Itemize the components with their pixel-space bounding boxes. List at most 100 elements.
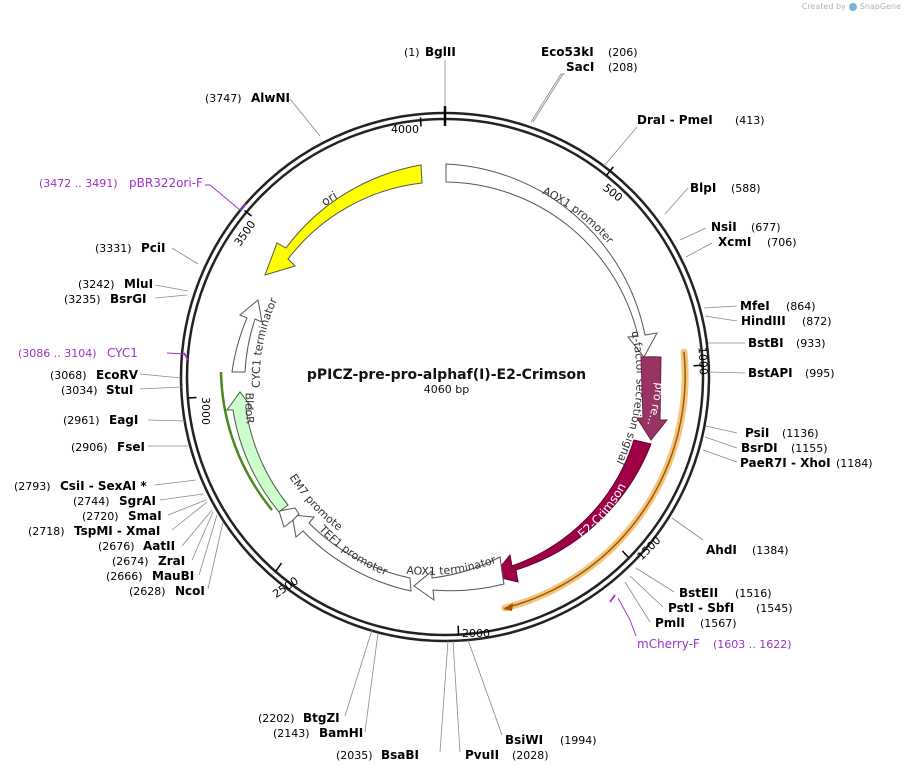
svg-text:EcoRV: EcoRV xyxy=(96,368,139,382)
enzyme-ecorv[interactable]: (3068) EcoRV xyxy=(50,368,139,382)
pbr322ori-f-marker xyxy=(239,203,247,211)
feature-ori[interactable]: ori xyxy=(264,164,423,276)
svg-text:(706): (706) xyxy=(767,236,797,249)
svg-text:BlpI: BlpI xyxy=(690,181,716,195)
tick-label-1000: 1000 xyxy=(695,347,709,376)
enzyme-bamhi[interactable]: (2143)BamHI xyxy=(273,726,363,740)
enzyme-alwni[interactable]: (3747) AlwNI xyxy=(205,91,290,105)
svg-text:(3235): (3235) xyxy=(64,293,101,306)
feature-tef1-promoter[interactable]: TEF1 promoter xyxy=(291,514,412,592)
svg-text:(1603 .. 1622): (1603 .. 1622) xyxy=(713,638,792,651)
enzyme-ahdi[interactable]: AhdI(1384) xyxy=(706,543,789,557)
feature-label-bleor: BleoR xyxy=(242,392,256,424)
enzyme-stui[interactable]: (3034)StuI xyxy=(61,383,133,397)
svg-text:(413): (413) xyxy=(735,114,765,127)
tick-2500 xyxy=(275,562,283,572)
enzyme-eagi[interactable]: (2961) EagI xyxy=(63,413,138,427)
mcherry-f-track xyxy=(501,348,689,612)
enzyme-eco53ki[interactable]: Eco53kI(206) xyxy=(541,45,638,59)
svg-text:(2202): (2202) xyxy=(258,712,295,725)
enzyme-fsei[interactable]: (2906)FseI xyxy=(71,440,145,454)
enzyme-xcmi[interactable]: XcmI (706) xyxy=(718,235,797,249)
svg-text:(1184): (1184) xyxy=(836,457,873,470)
enzyme-bsrgi[interactable]: (3235)BsrGI xyxy=(64,292,147,306)
primer-cyc1[interactable]: (3086 .. 3104)CYC1 xyxy=(18,346,138,360)
enzyme-bsabi[interactable]: (2035)BsaBI xyxy=(336,748,419,762)
tick-3000 xyxy=(187,396,197,399)
tick-label-3500: 3500 xyxy=(232,218,259,248)
svg-text:SacI: SacI xyxy=(566,60,594,74)
svg-text:pBR322ori-F: pBR322ori-F xyxy=(129,176,203,190)
enzyme-btgzi[interactable]: (2202)BtgZI xyxy=(258,711,340,725)
cyc1-leader xyxy=(166,352,186,355)
primer-pbr322ori-f[interactable]: (3472 .. 3491) pBR322ori-F xyxy=(39,176,203,190)
svg-text:DraI - PmeI: DraI - PmeI xyxy=(637,113,713,127)
enzyme-zrai[interactable]: (2674)ZraI xyxy=(112,554,185,568)
primer-markers xyxy=(166,184,637,637)
svg-text:NcoI: NcoI xyxy=(175,584,205,598)
enzyme-bstbi[interactable]: BstBI(933) xyxy=(748,336,826,350)
enzyme-aatii[interactable]: (2676)AatII xyxy=(98,539,175,553)
svg-text:(2028): (2028) xyxy=(512,749,549,762)
enzyme-bsrdi[interactable]: BsrDI(1155) xyxy=(741,441,828,455)
svg-text:PmlI: PmlI xyxy=(655,616,685,630)
enzyme-csii-sexai[interactable]: (2793)CsiI - SexAI * xyxy=(14,479,147,493)
enzyme-paer7i-xhoi[interactable]: PaeR7I - XhoI(1184) xyxy=(740,456,873,470)
svg-text:BsaBI: BsaBI xyxy=(381,748,419,762)
enzyme-tspmi-xmai[interactable]: (2718)TspMI - XmaI xyxy=(28,524,160,538)
svg-text:BstBI: BstBI xyxy=(748,336,784,350)
enzyme-mfei[interactable]: MfeI(864) xyxy=(740,299,816,313)
mcherry-f-marker xyxy=(609,594,616,603)
enzyme-bglii[interactable]: (1)BglII xyxy=(404,45,456,59)
svg-text:AlwNI: AlwNI xyxy=(251,91,290,105)
enzyme-maubi[interactable]: (2666)MauBI xyxy=(106,569,194,583)
enzyme-psii[interactable]: PsiI(1136) xyxy=(745,426,819,440)
svg-text:(2906): (2906) xyxy=(71,441,108,454)
svg-text:(3472 .. 3491): (3472 .. 3491) xyxy=(39,177,118,190)
svg-text:(3086 .. 3104): (3086 .. 3104) xyxy=(18,347,97,360)
enzyme-drai-pmei[interactable]: DraI - PmeI (413) xyxy=(637,113,765,127)
enzyme-pcii[interactable]: (3331)PciI xyxy=(95,241,166,255)
enzyme-blpi[interactable]: BlpI (588) xyxy=(690,181,761,195)
enzyme-bstapi[interactable]: BstAPI(995) xyxy=(748,366,835,380)
enzyme-pvuii[interactable]: PvuII(2028) xyxy=(465,748,549,762)
svg-text:(1516): (1516) xyxy=(735,587,772,600)
svg-text:EagI: EagI xyxy=(109,413,138,427)
enzyme-hindiii[interactable]: HindIII(872) xyxy=(741,314,832,328)
enzyme-saci[interactable]: SacI(208) xyxy=(566,60,638,74)
feature-bleor[interactable]: BleoR xyxy=(219,371,289,513)
svg-text:XcmI: XcmI xyxy=(718,235,751,249)
enzyme-bsteii[interactable]: BstEII(1516) xyxy=(679,586,772,600)
svg-text:(588): (588) xyxy=(731,182,761,195)
svg-text:BsrDI: BsrDI xyxy=(741,441,778,455)
enzyme-labels: (1)BglII Eco53kI(206) SacI(208) DraI - P… xyxy=(14,45,873,762)
svg-text:(2961): (2961) xyxy=(63,414,100,427)
enzyme-bsiwi[interactable]: BsiWI(1994) xyxy=(505,733,597,747)
enzyme-nsii[interactable]: NsiI(677) xyxy=(711,220,781,234)
svg-text:StuI: StuI xyxy=(106,383,133,397)
svg-text:(1545): (1545) xyxy=(756,602,793,615)
svg-text:MluI: MluI xyxy=(124,277,153,291)
feature-aox1-terminator[interactable]: AOX1 terminator xyxy=(406,553,505,602)
enzyme-pmli[interactable]: PmlI (1567) xyxy=(655,616,737,630)
svg-text:TspMI - XmaI: TspMI - XmaI xyxy=(74,524,160,538)
bleor-strand xyxy=(219,371,273,511)
enzyme-sgrai[interactable]: (2744)SgrAI xyxy=(73,494,156,508)
svg-text:(3747): (3747) xyxy=(205,92,242,105)
svg-text:AhdI: AhdI xyxy=(706,543,737,557)
svg-text:(3068): (3068) xyxy=(50,369,87,382)
enzyme-psti-sbfi[interactable]: PstI - SbfI(1545) xyxy=(668,601,793,615)
svg-text:(2143): (2143) xyxy=(273,727,310,740)
tick-label-4000: 4000 xyxy=(391,123,419,136)
feature-pro-region[interactable]: pro re... xyxy=(636,356,669,441)
enzyme-smai[interactable]: (2720)SmaI xyxy=(82,509,162,523)
svg-text:BstAPI: BstAPI xyxy=(748,366,793,380)
tick-3500 xyxy=(244,209,252,217)
primer-mcherry-f[interactable]: mCherry-F (1603 .. 1622) xyxy=(637,637,792,651)
enzyme-mlui[interactable]: (3242)MluI xyxy=(78,277,153,291)
enzyme-ncoi[interactable]: (2628)NcoI xyxy=(129,584,205,598)
tick-label-500: 500 xyxy=(600,181,625,204)
svg-text:(1567): (1567) xyxy=(700,617,737,630)
svg-text:mCherry-F: mCherry-F xyxy=(637,637,700,651)
